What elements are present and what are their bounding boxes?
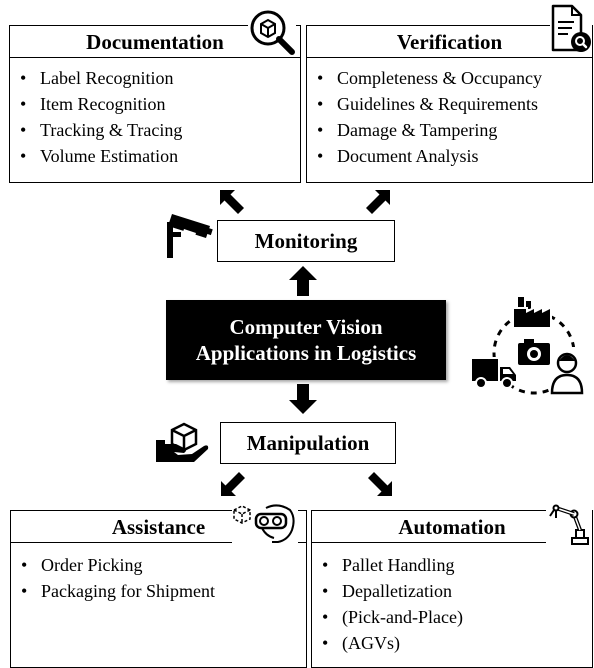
security-camera-icon xyxy=(167,214,213,258)
manipulation-box: Manipulation xyxy=(220,422,396,464)
documentation-title: Documentation xyxy=(10,29,300,58)
logistics-cycle-icon xyxy=(470,297,584,395)
arrow-down-icon xyxy=(289,384,317,414)
list-item: Label Recognition xyxy=(20,65,300,91)
arrow-to-documentation-icon xyxy=(220,190,244,214)
arrow-to-verification-icon xyxy=(366,190,390,214)
list-item: (AGVs) xyxy=(322,630,592,656)
arrow-up-icon xyxy=(289,266,317,296)
monitoring-label: Monitoring xyxy=(254,228,358,253)
box-magnifier-icon xyxy=(248,8,296,56)
list-item: Document Analysis xyxy=(317,143,592,169)
arrow-to-automation-icon xyxy=(368,472,392,496)
center-title-line2: Applications in Logistics xyxy=(195,341,417,365)
center-title-box: Computer Vision Applications in Logistic… xyxy=(166,300,446,380)
verification-title: Verification xyxy=(307,29,592,58)
manipulation-label: Manipulation xyxy=(246,430,370,455)
automation-title: Automation xyxy=(312,514,592,543)
vr-headset-icon xyxy=(232,500,298,544)
document-search-icon xyxy=(550,4,592,54)
center-title-line1: Computer Vision xyxy=(229,315,383,339)
list-item: Completeness & Occupancy xyxy=(317,65,592,91)
monitoring-box: Monitoring xyxy=(217,220,395,262)
assistance-list: Order Picking Packaging for Shipment xyxy=(11,552,306,604)
list-item: Depalletization xyxy=(322,578,592,604)
robot-arm-icon xyxy=(546,500,592,546)
list-item: Tracking & Tracing xyxy=(20,117,300,143)
verification-box: Verification Completeness & Occupancy Gu… xyxy=(306,25,593,183)
list-item: Packaging for Shipment xyxy=(21,578,306,604)
list-item: Volume Estimation xyxy=(20,143,300,169)
hand-box-icon xyxy=(156,422,209,462)
list-item: Pallet Handling xyxy=(322,552,592,578)
arrow-to-assistance-icon xyxy=(221,472,245,496)
verification-list: Completeness & Occupancy Guidelines & Re… xyxy=(307,65,592,169)
automation-list: Pallet Handling Depalletization (Pick-an… xyxy=(312,552,592,656)
list-item: Damage & Tampering xyxy=(317,117,592,143)
documentation-list: Label Recognition Item Recognition Track… xyxy=(10,65,300,169)
list-item: (Pick-and-Place) xyxy=(322,604,592,630)
list-item: Order Picking xyxy=(21,552,306,578)
list-item: Guidelines & Requirements xyxy=(317,91,592,117)
assistance-title: Assistance xyxy=(11,514,306,543)
list-item: Item Recognition xyxy=(20,91,300,117)
